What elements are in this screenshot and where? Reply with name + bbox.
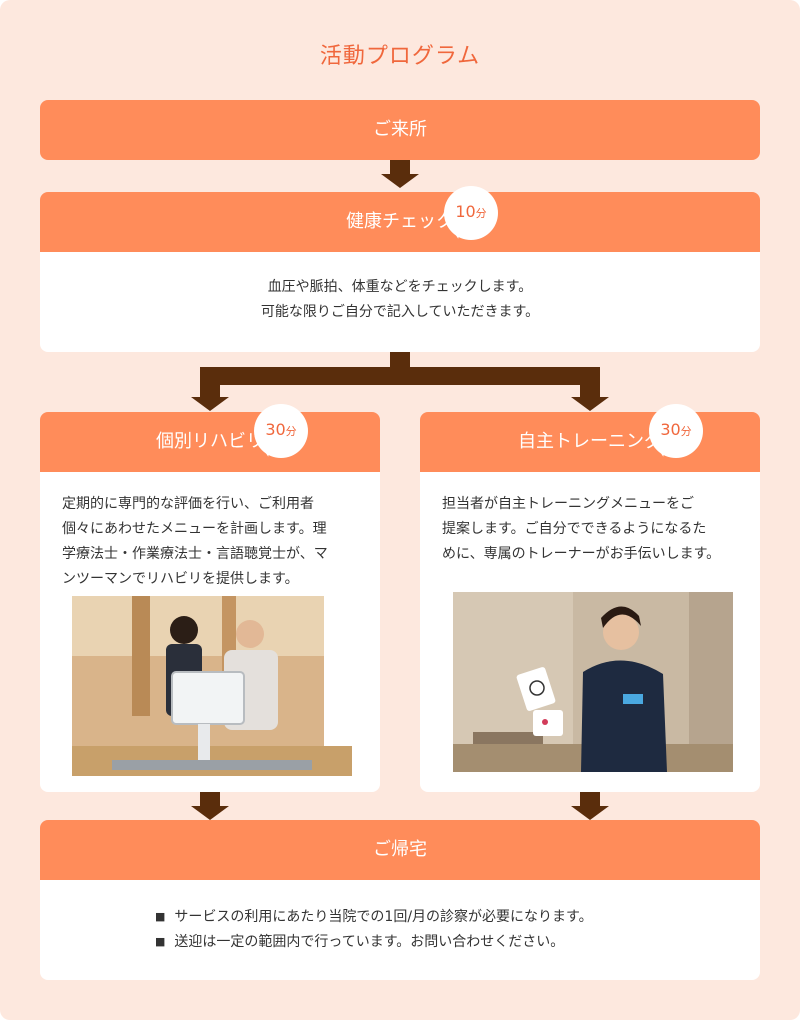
health-check-bar: 健康チェック	[40, 192, 760, 252]
arrow-down-icon	[390, 160, 410, 174]
arrow-head-icon	[571, 397, 609, 411]
training-text-line: めに、専属のトレーナーがお手伝いします。	[442, 546, 721, 562]
return-home-bar: ご帰宅	[40, 820, 760, 880]
notes-list: サービスの利用にあたり当院での1回/月の診察が必要になります。 送迎は一定の範囲…	[155, 905, 593, 955]
rehab-box: 定期的に専門的な評価を行い、ご利用者 個々にあわせたメニューを計画します。理 学…	[40, 472, 380, 792]
arrow-head-icon	[191, 397, 229, 411]
branch-connector	[200, 367, 600, 385]
arrow-down-icon	[580, 792, 600, 806]
page-title: 活動プログラム	[319, 44, 481, 69]
arrow-head-icon	[381, 174, 419, 188]
list-item: 送迎は一定の範囲内で行っています。お問い合わせください。	[155, 930, 593, 955]
return-home-box: サービスの利用にあたり当院での1回/月の診察が必要になります。 送迎は一定の範囲…	[40, 880, 760, 980]
training-box: 担当者が自主トレーニングメニューをご 提案します。ご自分でできるようになるた め…	[420, 472, 760, 792]
training-bar: 自主トレーニング	[420, 412, 760, 472]
return-home-label: ご帰宅	[373, 839, 427, 860]
health-check-label: 健康チェック	[346, 211, 454, 232]
training-label: 自主トレーニング	[518, 431, 662, 452]
arrival-bar: ご来所	[40, 100, 760, 160]
health-check-text-line: 血圧や脈拍、体重などをチェックします。	[267, 279, 533, 295]
branch-connector	[580, 385, 600, 397]
rehab-text-line: ンツーマンでリハビリを提供します。	[62, 571, 299, 587]
arrow-head-icon	[571, 806, 609, 820]
branch-connector	[200, 385, 220, 397]
health-check-text-line: 可能な限りご自分で記入していただきます。	[260, 304, 540, 320]
rehab-label: 個別リハビリ	[156, 431, 264, 452]
list-item: サービスの利用にあたり当院での1回/月の診察が必要になります。	[155, 905, 592, 930]
training-text-line: 担当者が自主トレーニングメニューをご	[442, 496, 694, 512]
training-photo	[453, 592, 733, 772]
rehab-text-line: 定期的に専門的な評価を行い、ご利用者	[62, 496, 314, 512]
rehab-bar: 個別リハビリ	[40, 412, 380, 472]
arrow-down-icon	[200, 792, 220, 806]
arrival-label: ご来所	[373, 119, 427, 140]
rehab-text-line: 学療法士・作業療法士・言語聴覚士が、マ	[62, 546, 328, 562]
arrow-head-icon	[191, 806, 229, 820]
health-check-box: 血圧や脈拍、体重などをチェックします。 可能な限りご自分で記入していただきます。	[40, 252, 760, 352]
duration-badge: 30分	[254, 404, 308, 458]
training-text-line: 提案します。ご自分でできるようになるた	[442, 521, 707, 537]
branch-connector	[390, 352, 410, 367]
duration-badge: 10分	[444, 186, 498, 240]
duration-badge: 30分	[649, 404, 703, 458]
rehab-text-line: 個々にあわせたメニューを計画します。理	[62, 521, 327, 537]
rehab-photo	[72, 596, 352, 776]
